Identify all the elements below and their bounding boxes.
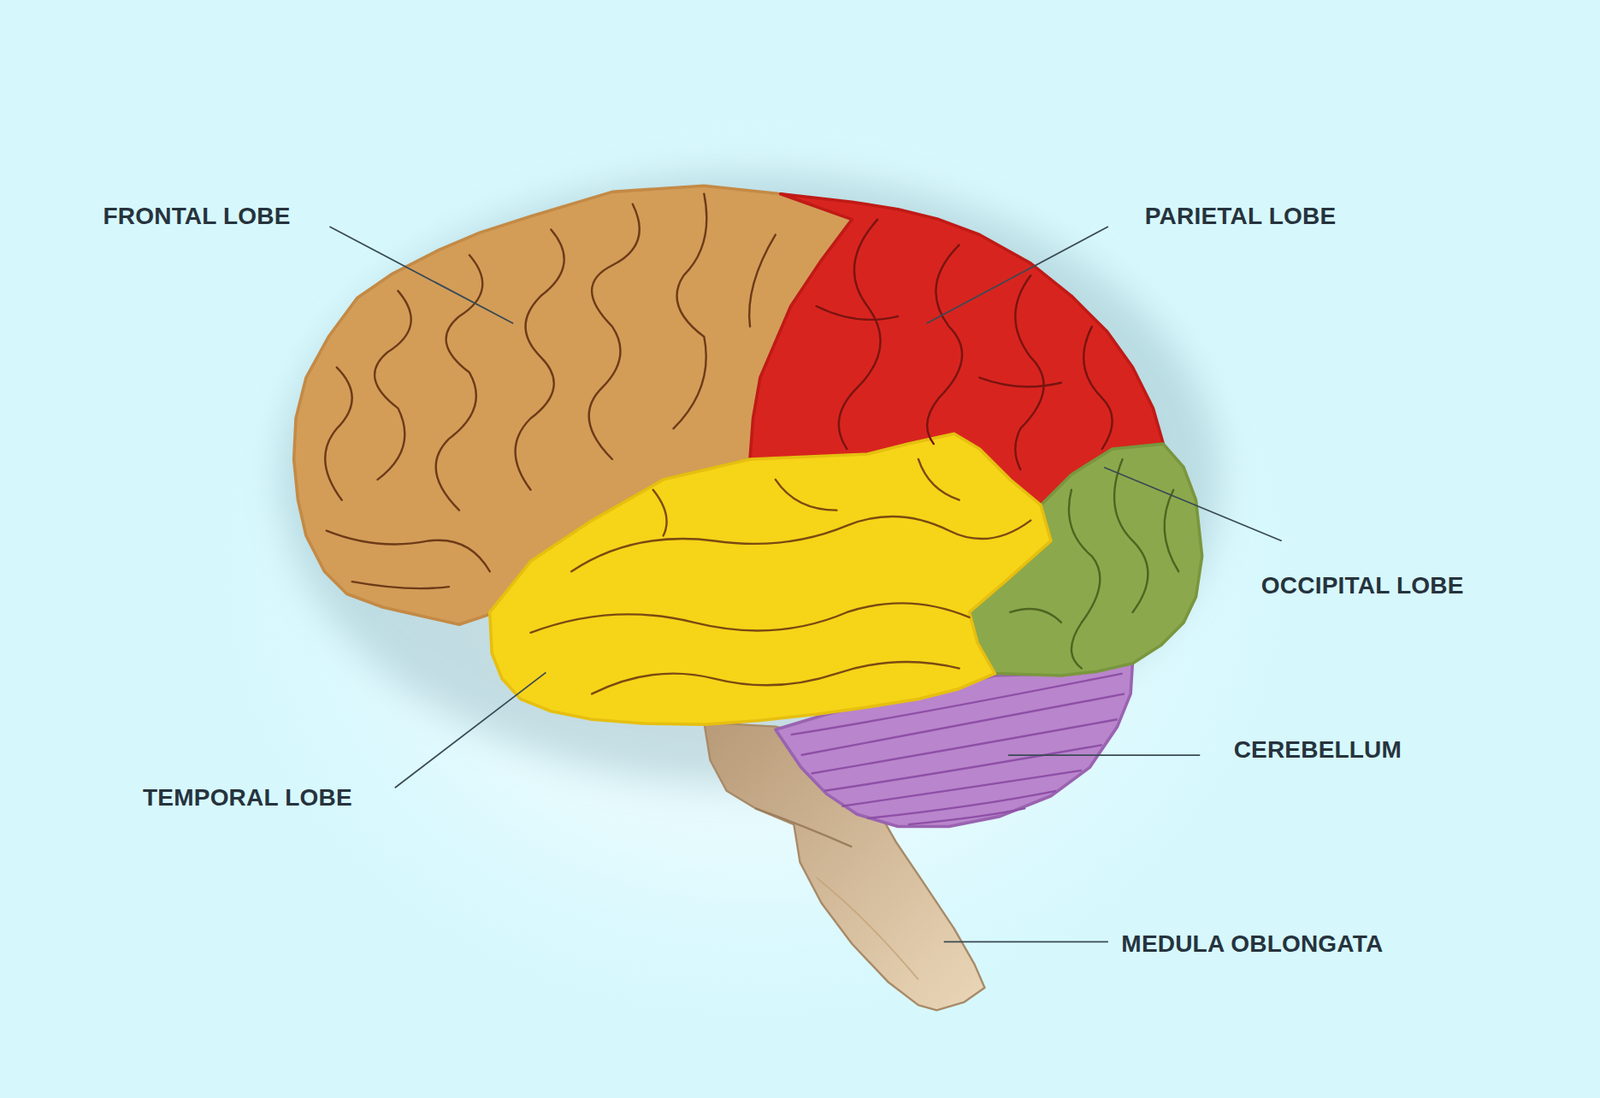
occipital-sulci	[1009, 459, 1179, 669]
parietal-sulci	[816, 219, 1113, 470]
leader-line	[329, 226, 514, 324]
leader-lines	[329, 226, 1282, 942]
part-label: MEDULA OBLONGATA	[1121, 930, 1383, 958]
background-glow	[183, 91, 1327, 1051]
part-label: TEMPORAL LOBE	[142, 784, 353, 812]
leader-line	[926, 226, 1108, 324]
temporal-sulci	[530, 459, 1031, 694]
brainstem-line	[755, 808, 852, 847]
leader-line	[395, 672, 547, 788]
leader-line	[1008, 754, 1200, 756]
frontal-sulci	[324, 194, 776, 589]
brainstem-line	[816, 877, 919, 980]
part-label: PARIETAL LOBE	[1145, 202, 1337, 231]
leader-line	[1104, 467, 1282, 542]
leader-line	[944, 941, 1109, 944]
part-label: CEREBELLUM	[1233, 736, 1402, 764]
temporal-lobe-shape	[490, 433, 1051, 725]
part-label: OCCIPITAL LOBE	[1261, 572, 1465, 600]
part-label: FRONTAL LOBE	[103, 202, 291, 231]
